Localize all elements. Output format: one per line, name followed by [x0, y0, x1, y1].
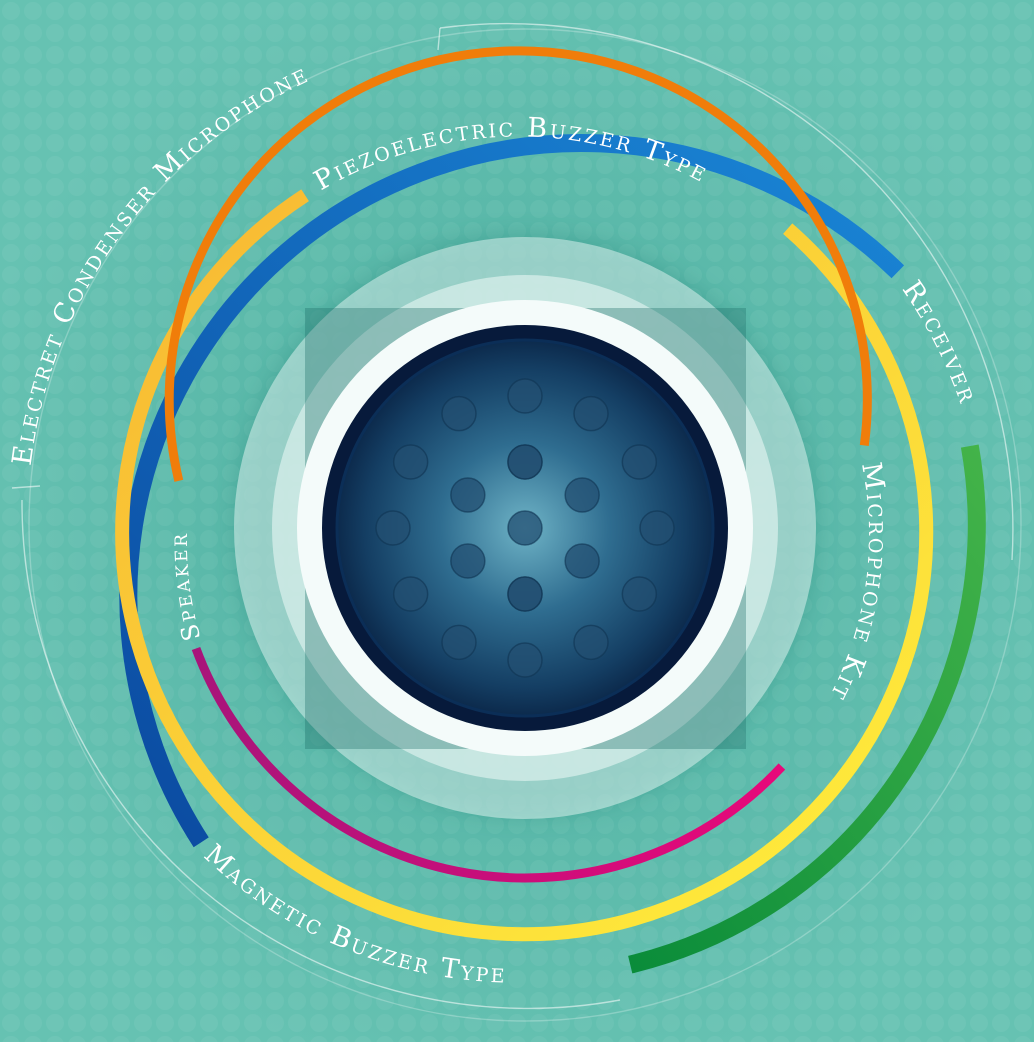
- grille-hole: [392, 576, 429, 612]
- outline-tick-left: [11, 485, 41, 489]
- grille-hole: [507, 444, 543, 480]
- grille-hole: [450, 543, 486, 579]
- arc-microphone-kit: [191, 646, 786, 883]
- outline-frames: [11, 22, 1022, 1022]
- grille-hole: [621, 576, 658, 612]
- grille-hole: [441, 395, 477, 432]
- outer-outline-arc: [439, 22, 1014, 561]
- arc-magnetic-buzzer-type: [628, 444, 986, 974]
- arc-piezoelectric-buzzer-type: [115, 189, 934, 942]
- colored-arcs: [115, 46, 986, 974]
- grille-edge: [335, 338, 715, 718]
- grille-hole: [507, 576, 543, 612]
- grille-holes: [375, 378, 675, 678]
- faint-outline-ring: [28, 28, 1022, 1022]
- grille-hole: [573, 624, 609, 661]
- grille-hole: [621, 444, 658, 480]
- grille-hole: [639, 510, 675, 546]
- grille-hole: [507, 510, 543, 546]
- grille-hole: [507, 642, 543, 678]
- grille-hole: [375, 510, 411, 546]
- grille-hole: [564, 543, 600, 579]
- grille-hole: [392, 444, 429, 480]
- grille-hole: [450, 477, 486, 513]
- outline-tick-top: [437, 27, 441, 51]
- speaker-core: [233, 233, 817, 819]
- grille-hole: [573, 395, 609, 432]
- arc-electret-condenser-microphone: [119, 133, 905, 848]
- grille-hole: [507, 378, 543, 414]
- outer-outline-arc-left: [21, 499, 621, 1010]
- grille-hole: [441, 624, 477, 661]
- arc-speaker: [164, 46, 872, 482]
- grille-hole: [564, 477, 600, 513]
